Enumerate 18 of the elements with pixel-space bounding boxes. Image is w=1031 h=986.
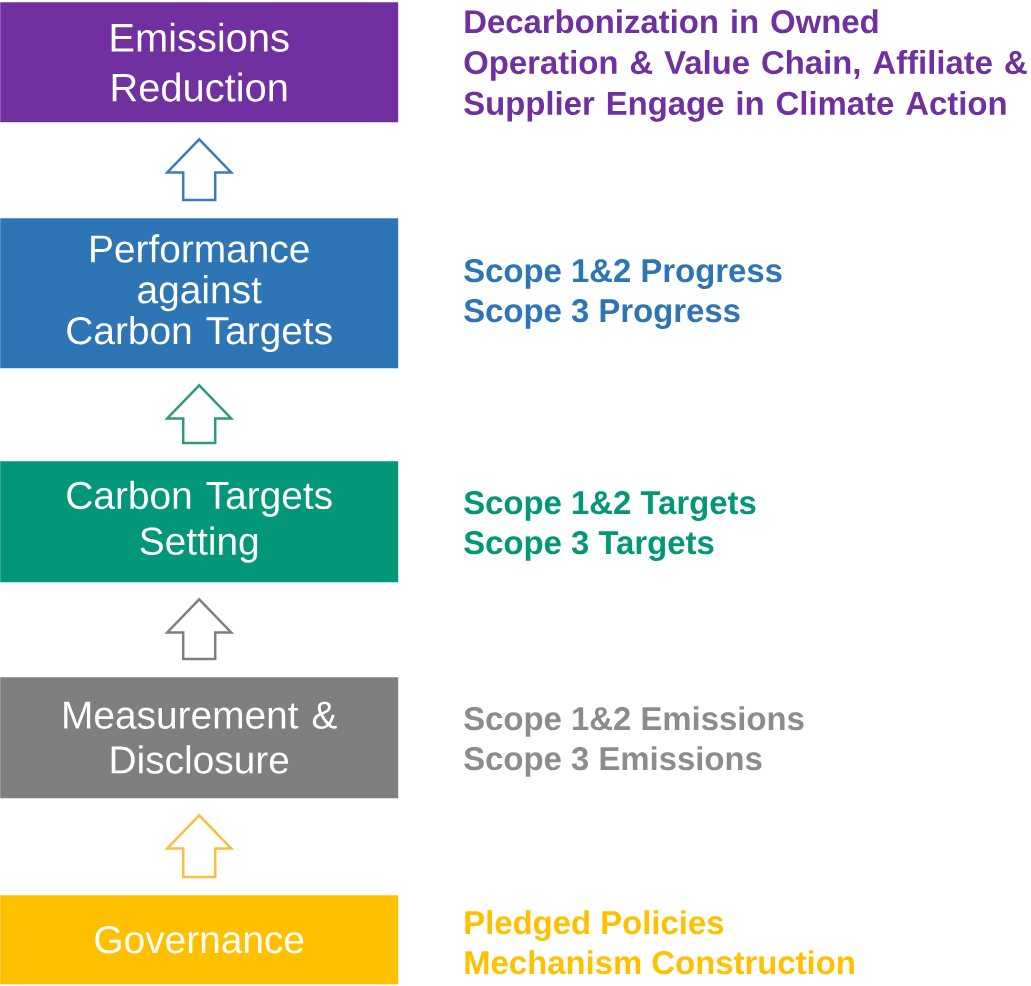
description-text: Scope 3 Targets: [464, 531, 714, 561]
stage-box: Carbon Targets Setting: [0, 461, 399, 583]
description-text: Pledged Policies: [465, 910, 724, 941]
description-text: Scope 1&2 Progress: [464, 259, 782, 289]
stage-box: Governance: [0, 895, 399, 985]
description-text: Scope 3 Emissions: [464, 746, 762, 777]
block-arrow: [164, 597, 235, 661]
block-arrow: [164, 813, 235, 879]
block-arrow: [164, 137, 235, 202]
description-text: Decarbonization in Owned Operation & Value Chain, Affiliate & Supplier Engage in Climate Action: [464, 9, 1027, 122]
description-text: Mechanism Construction: [465, 950, 854, 975]
stage-box: Performance against Carbon Targets: [0, 218, 399, 369]
description-text: Scope 1&2 Emissions: [464, 706, 804, 737]
description-text: Scope 3 Progress: [464, 299, 740, 329]
stage-box: Measurement & Disclosure: [0, 677, 399, 799]
stage-box: Emissions Reduction: [0, 2, 399, 123]
description-text: Scope 1&2 Targets: [464, 491, 756, 521]
block-arrow: [164, 383, 235, 445]
